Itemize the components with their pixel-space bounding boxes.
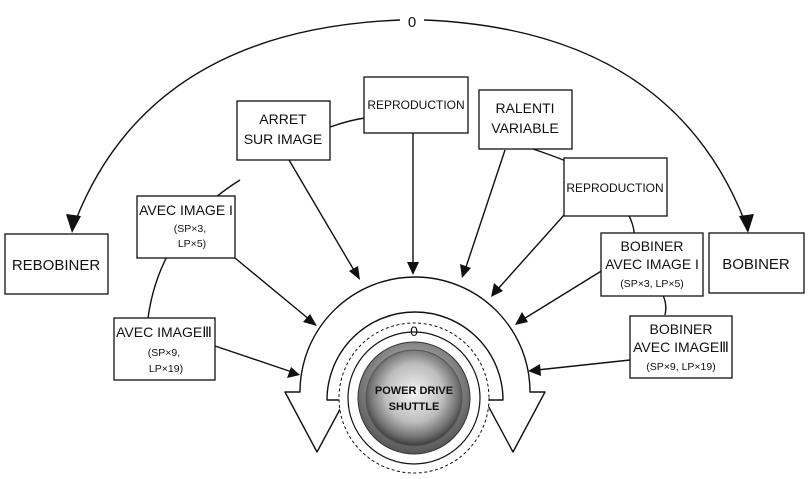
inner-arc-left-top bbox=[329, 117, 366, 128]
arret-line1: ARRET bbox=[259, 111, 307, 127]
top-marker: 0 bbox=[408, 14, 416, 31]
avec1-line3: LP×5) bbox=[178, 238, 206, 250]
bob3-line2: AVEC IMAGEⅢ bbox=[633, 339, 729, 355]
arret-line2: SUR IMAGE bbox=[244, 131, 323, 147]
box-reproduction-top: REPRODUCTION bbox=[363, 76, 469, 134]
avec3-line1: AVEC IMAGEⅢ bbox=[116, 324, 212, 340]
dial-direction-arrow bbox=[284, 276, 546, 453]
box-reproduction-right: REPRODUCTION bbox=[563, 157, 668, 217]
box-bobiner-avec-image-3: BOBINER AVEC IMAGEⅢ (SP×9, LP×19) bbox=[629, 315, 733, 379]
dial-marker: 0 bbox=[410, 323, 418, 339]
box-arret-sur-image: ARRET SUR IMAGE bbox=[236, 100, 331, 161]
box-avec-image-1: AVEC IMAGE I (SP×3, LP×5) bbox=[136, 195, 236, 259]
arrow-to-rebobiner bbox=[66, 214, 81, 233]
bob1-line2: AVEC IMAGE I bbox=[605, 256, 699, 272]
avec3-line3: LP×19) bbox=[149, 363, 183, 375]
box-rebobiner: REBOBINER bbox=[4, 233, 109, 295]
connector-arrows bbox=[214, 112, 631, 378]
avec1-line1: AVEC IMAGE I bbox=[139, 202, 233, 218]
bobiner-label: BOBINER bbox=[722, 256, 790, 273]
ralenti-line1: RALENTI bbox=[495, 100, 554, 116]
avec1-line2: (SP×3, bbox=[174, 223, 206, 235]
reproduction-top-label: REPRODUCTION bbox=[367, 98, 464, 112]
box-bobiner-avec-image-1: BOBINER AVEC IMAGE I (SP×3, LP×5) bbox=[600, 232, 704, 297]
bob1-line3: (SP×3, LP×5) bbox=[620, 278, 684, 290]
bob3-line1: BOBINER bbox=[649, 321, 712, 337]
bob3-line3: (SP×9, LP×19) bbox=[646, 361, 715, 373]
dial-label-line2: SHUTTLE bbox=[389, 401, 440, 413]
bob1-line1: BOBINER bbox=[620, 238, 683, 254]
avec3-line2: (SP×9, bbox=[148, 347, 180, 359]
top-arc bbox=[66, 19, 754, 233]
rebobiner-label: REBOBINER bbox=[12, 257, 101, 274]
box-avec-image-3: AVEC IMAGEⅢ (SP×9, LP×19) bbox=[113, 317, 216, 381]
ralenti-line2: VARIABLE bbox=[491, 120, 558, 136]
box-bobiner: BOBINER bbox=[708, 232, 805, 294]
box-ralenti-variable: RALENTI VARIABLE bbox=[478, 89, 573, 150]
dial-label-line1: POWER DRIVE bbox=[375, 385, 453, 397]
arrow-to-bobiner bbox=[739, 214, 754, 233]
shuttle-dial[interactable]: 0 POWER DRIVE SHUTTLE bbox=[338, 322, 490, 474]
reproduction-right-label: REPRODUCTION bbox=[566, 181, 663, 195]
